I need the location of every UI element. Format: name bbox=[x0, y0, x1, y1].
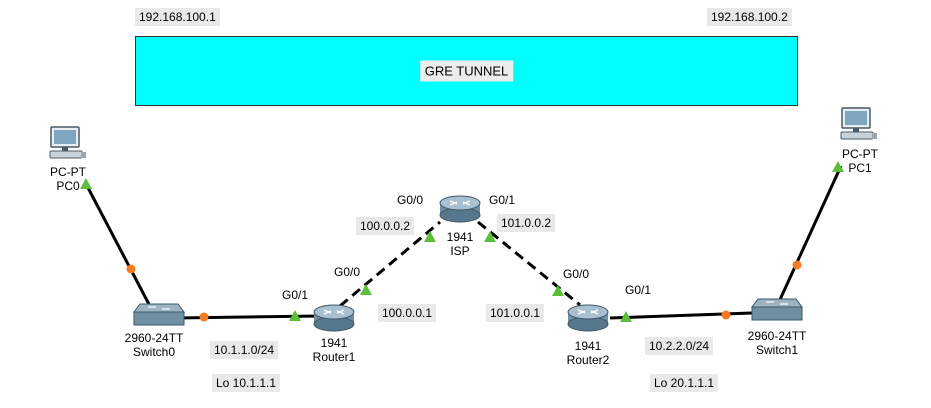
pc0-model: PC-PT bbox=[50, 165, 86, 179]
switch0-model: 2960-24TT bbox=[124, 331, 184, 345]
port-up-marker bbox=[832, 161, 844, 172]
router1-loopback-note[interactable]: Lo 10.1.1.1 bbox=[212, 374, 281, 392]
isp-name: ISP bbox=[450, 244, 470, 258]
port-markers bbox=[80, 161, 844, 322]
link-pc0-switch0 bbox=[83, 181, 154, 311]
isp-g01-label: G0/1 bbox=[489, 193, 516, 207]
gre-tunnel-label: GRE TUNNEL bbox=[419, 60, 514, 82]
isp-label: 1941 ISP bbox=[447, 230, 474, 258]
router-icon[interactable] bbox=[567, 304, 609, 332]
link-isp-router2 bbox=[477, 220, 581, 307]
port-up-marker bbox=[360, 284, 372, 295]
link-switch1-pc1 bbox=[776, 165, 843, 305]
isp-g00-label: G0/0 bbox=[397, 193, 424, 207]
pc1-model: PC-PT bbox=[842, 147, 878, 161]
router1-name: Router1 bbox=[312, 350, 356, 364]
router2-loopback-note[interactable]: Lo 20.1.1.1 bbox=[650, 374, 719, 392]
router2-g00-ip-note[interactable]: 101.0.0.1 bbox=[486, 304, 545, 322]
port-orange-marker bbox=[721, 310, 731, 320]
switch0-label: 2960-24TT Switch0 bbox=[125, 331, 184, 359]
pc-icon[interactable] bbox=[49, 126, 86, 159]
tunnel-right-ip-note[interactable]: 192.168.100.2 bbox=[707, 8, 792, 26]
router2-g00-label: G0/0 bbox=[563, 267, 590, 281]
port-orange-marker bbox=[792, 260, 802, 270]
router2-model: 1941 bbox=[574, 339, 602, 353]
router1-g01-label: G0/1 bbox=[282, 288, 309, 302]
router-icon[interactable] bbox=[313, 304, 355, 332]
switch-icon[interactable] bbox=[751, 298, 803, 321]
switch0-name: Switch0 bbox=[132, 345, 176, 359]
switch1-label: 2960-24TT Switch1 bbox=[748, 329, 807, 357]
pc1-name: PC1 bbox=[848, 161, 872, 175]
port-up-marker bbox=[80, 178, 92, 189]
switch-icon[interactable] bbox=[133, 303, 185, 326]
router1-g00-label: G0/0 bbox=[334, 265, 361, 279]
link-router2-switch1 bbox=[609, 311, 753, 320]
router2-g01-label: G0/1 bbox=[625, 283, 652, 297]
router1-g00-ip-note[interactable]: 100.0.0.1 bbox=[378, 304, 437, 322]
pc0-name: PC0 bbox=[56, 179, 80, 193]
port-up-marker bbox=[484, 231, 496, 242]
port-up-marker bbox=[424, 231, 436, 242]
gre-tunnel-box[interactable]: GRE TUNNEL bbox=[135, 36, 798, 106]
link-router1-isp bbox=[339, 220, 441, 308]
tunnel-left-ip-note[interactable]: 192.168.100.1 bbox=[135, 8, 220, 26]
port-orange-marker bbox=[126, 264, 136, 274]
port-up-marker bbox=[289, 310, 301, 321]
router-icon[interactable] bbox=[439, 195, 481, 223]
pc1-label: PC-PT PC1 bbox=[842, 147, 878, 175]
port-up-marker bbox=[552, 285, 564, 296]
router2-name: Router2 bbox=[566, 353, 610, 367]
port-orange-marker bbox=[199, 312, 209, 322]
lan2-subnet-note[interactable]: 10.2.2.0/24 bbox=[645, 337, 714, 355]
router1-label: 1941 Router1 bbox=[313, 336, 356, 364]
switch1-name: Switch1 bbox=[755, 343, 799, 357]
pc0-label: PC-PT PC0 bbox=[50, 165, 86, 193]
isp-g01-ip-note[interactable]: 101.0.0.2 bbox=[497, 214, 556, 232]
pc-icon[interactable] bbox=[840, 107, 877, 140]
isp-model: 1941 bbox=[446, 230, 474, 244]
port-up-marker bbox=[620, 311, 632, 322]
lan1-subnet-note[interactable]: 10.1.1.0/24 bbox=[210, 341, 279, 359]
router2-label: 1941 Router2 bbox=[567, 339, 610, 367]
isp-g00-ip-note[interactable]: 100.0.0.2 bbox=[356, 217, 415, 235]
router1-model: 1941 bbox=[320, 336, 348, 350]
switch1-model: 2960-24TT bbox=[747, 329, 807, 343]
